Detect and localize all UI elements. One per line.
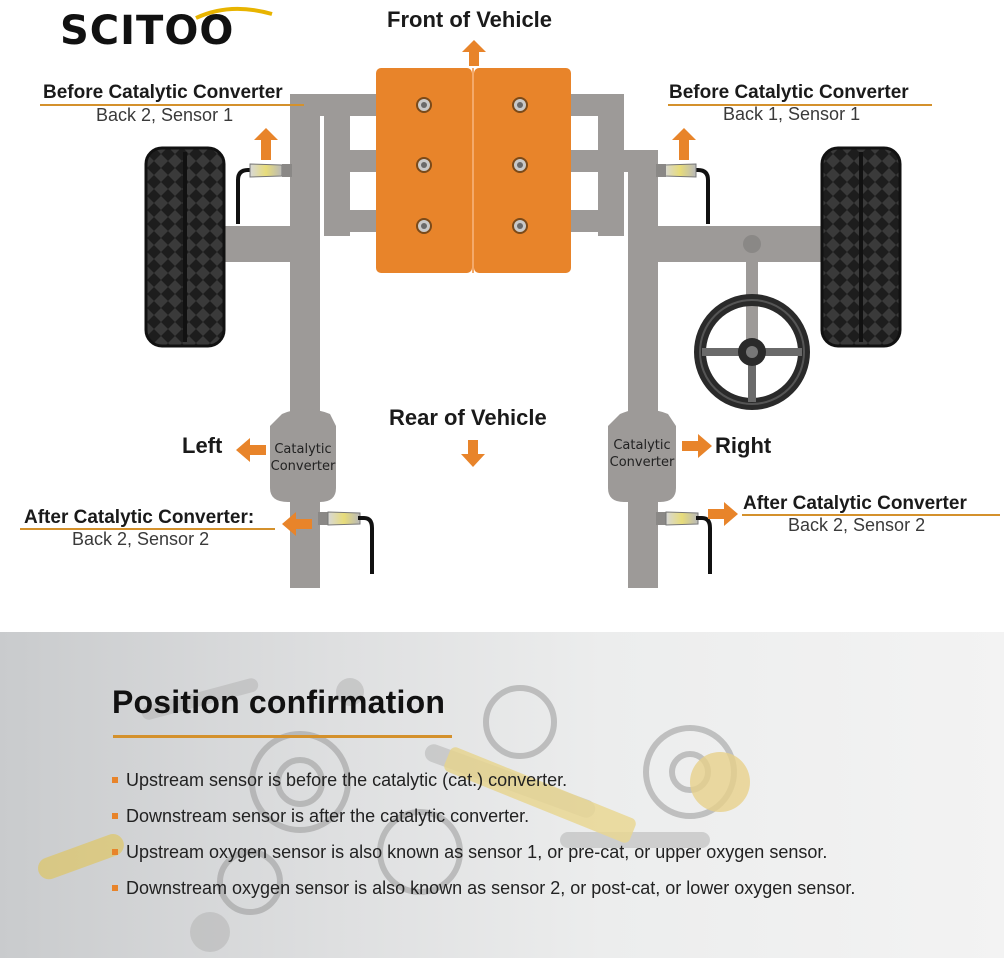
sensor-top-left	[238, 164, 292, 224]
sensor-bottom-left	[318, 512, 372, 574]
sensor-top-left-title: Before Catalytic Converter	[43, 82, 283, 104]
converter-right-text: Catalytic Converter	[608, 437, 676, 471]
sensor-bottom-right-title: After Catalytic Converter	[743, 493, 967, 515]
list-item: Downstream sensor is after the catalytic…	[112, 802, 855, 838]
left-tire	[146, 148, 224, 346]
list-item-text: Downstream oxygen sensor is also known a…	[126, 878, 855, 898]
left-label: Left	[182, 433, 222, 459]
sensor-top-left-subtitle: Back 2, Sensor 1	[96, 105, 233, 126]
list-item-text: Upstream oxygen sensor is also known as …	[126, 842, 827, 862]
right-axle	[655, 226, 827, 262]
converter-right-line1: Catalytic	[608, 437, 676, 454]
right-exhaust-pipe	[570, 94, 658, 588]
bullet-icon	[112, 813, 118, 819]
list-item-text: Downstream sensor is after the catalytic…	[126, 806, 529, 826]
front-of-vehicle-label: Front of Vehicle	[387, 7, 552, 33]
converter-left-line2: Converter	[270, 458, 336, 475]
converter-left-line1: Catalytic	[270, 441, 336, 458]
bullet-icon	[112, 885, 118, 891]
list-item: Upstream sensor is before the catalytic …	[112, 766, 855, 802]
sensor-top-right-title: Before Catalytic Converter	[669, 82, 909, 104]
sensor-bottom-right-subtitle: Back 2, Sensor 2	[788, 515, 925, 536]
arrow-up-front-icon	[462, 40, 486, 66]
list-item: Downstream oxygen sensor is also known a…	[112, 874, 855, 910]
arrow-left-icon	[236, 438, 266, 462]
bullet-icon	[112, 777, 118, 783]
sensor-bottom-left-subtitle: Back 2, Sensor 2	[72, 529, 209, 550]
arrow-up-sensor-left-icon	[254, 128, 278, 160]
converter-right-line2: Converter	[608, 454, 676, 471]
arrow-right-sensor-icon	[708, 502, 738, 526]
diagram-panel: SCITOO Front of Vehicle Rear of Vehicle …	[0, 0, 1004, 632]
list-item: Upstream oxygen sensor is also known as …	[112, 838, 855, 874]
converter-left-text: Catalytic Converter	[270, 441, 336, 475]
heading-underline	[113, 735, 452, 738]
left-axle	[218, 226, 298, 262]
position-notes-list: Upstream sensor is before the catalytic …	[112, 766, 855, 910]
right-tire	[822, 148, 900, 346]
arrow-right-icon	[682, 434, 712, 458]
sensor-top-right	[656, 164, 708, 224]
rear-of-vehicle-label: Rear of Vehicle	[389, 405, 547, 431]
arrow-up-sensor-right-icon	[672, 128, 696, 160]
arrow-down-rear-icon	[461, 440, 485, 467]
position-confirmation-heading: Position confirmation	[112, 684, 445, 721]
sensor-bottom-left-title: After Catalytic Converter:	[24, 507, 254, 529]
sensor-top-right-subtitle: Back 1, Sensor 1	[723, 104, 860, 125]
engine-block	[376, 68, 571, 273]
list-item-text: Upstream sensor is before the catalytic …	[126, 770, 567, 790]
bullet-icon	[112, 849, 118, 855]
sensor-bottom-right	[656, 512, 710, 574]
brand-logo: SCITOO	[60, 8, 234, 54]
right-label: Right	[715, 433, 771, 459]
